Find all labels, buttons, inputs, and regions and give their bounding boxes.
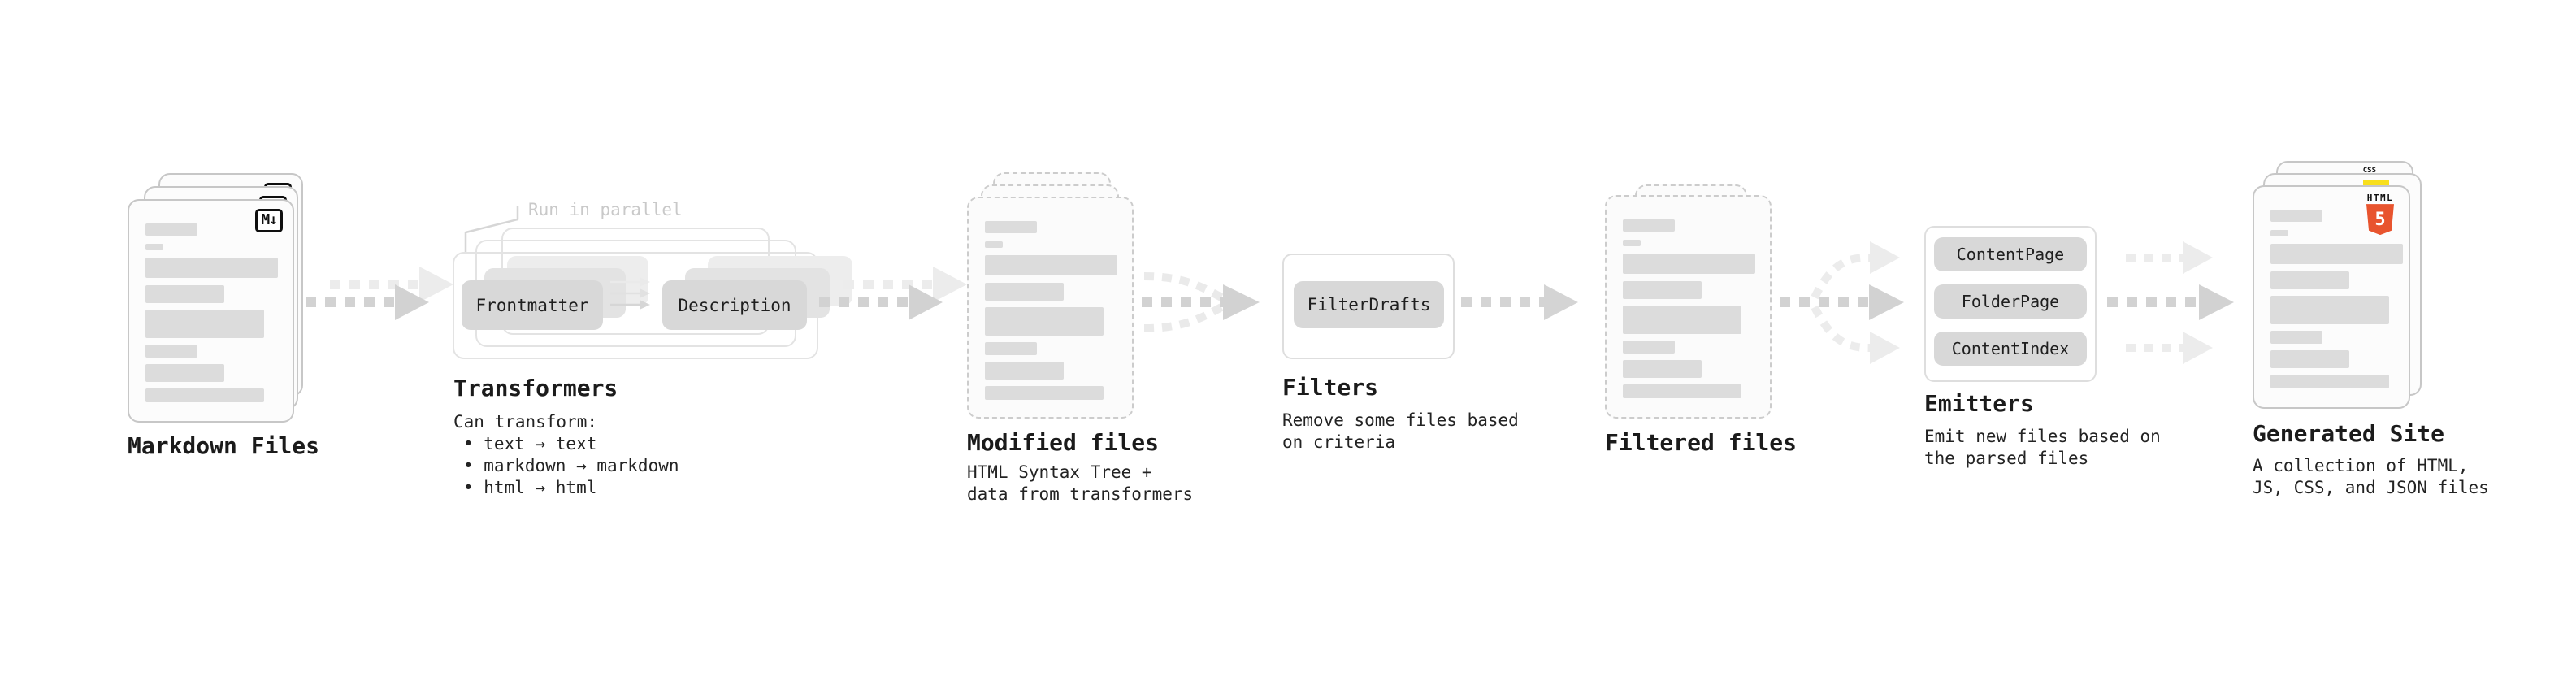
placeholder-bar (985, 362, 1064, 380)
placeholder-bar (1623, 219, 1675, 232)
emitters-description: Emit new files based on the parsed files (1924, 426, 2161, 470)
placeholder-bar (145, 223, 197, 236)
transformers-description: Can transform: • text → text • markdown … (453, 411, 679, 499)
placeholder-bar (2270, 244, 2403, 264)
markdown-files-label: Markdown Files (128, 432, 320, 459)
placeholder-bar (985, 283, 1064, 301)
placeholder-bar (985, 386, 1104, 400)
arrow-main (819, 284, 943, 320)
flow-arrow-modified-to-filters (1142, 272, 1260, 332)
modified-file-card-front (967, 197, 1134, 419)
desc-line: HTML Syntax Tree + (967, 462, 1152, 482)
filtered-file-card-front (1605, 195, 1772, 419)
placeholder-bar (145, 244, 163, 250)
arrow-top-light (2126, 241, 2213, 274)
placeholder-bar (985, 342, 1037, 355)
placeholder-bar (985, 241, 1003, 248)
step-arrow (610, 300, 650, 310)
site-file-card-front-html: HTML 5 (2253, 185, 2410, 409)
placeholder-bar (2270, 271, 2349, 289)
run-in-parallel-annotation: Run in parallel (528, 200, 683, 219)
bullet-item: • html → html (463, 478, 597, 497)
markdown-file-card-front: M↓ (128, 199, 294, 423)
flow-arrow-filtered-to-emitters (1780, 241, 1904, 364)
placeholder-bar (2270, 296, 2389, 324)
arrow-echo (330, 267, 453, 302)
placeholder-bar (1623, 254, 1755, 274)
contentindex-pill: ContentIndex (1934, 332, 2087, 366)
annotation-callout-line (464, 206, 519, 252)
html5-icon-number: 5 (2374, 209, 2386, 230)
diverge-curve-bottom (1811, 305, 1871, 352)
placeholder-bar (2270, 331, 2322, 344)
placeholder-bar (145, 388, 264, 402)
emitters-title: Emitters (1924, 390, 2034, 417)
flow-arrow-markdown-to-transformers (306, 267, 453, 320)
placeholder-bar (1623, 306, 1741, 334)
filters-description: Remove some files based on criteria (1282, 410, 1519, 453)
placeholder-bar (985, 255, 1117, 275)
html5-icon: HTML 5 (2361, 193, 2399, 236)
arrow-main (306, 284, 429, 320)
transformer-step-arrows (610, 277, 650, 310)
filtered-files-label: Filtered files (1605, 429, 1798, 456)
placeholder-bar (145, 345, 197, 358)
filterdrafts-pill: FilterDrafts (1294, 281, 1444, 328)
step-arrow (610, 277, 650, 287)
desc-line: on criteria (1282, 432, 1396, 452)
modified-files-label: Modified files (967, 429, 1160, 456)
placeholder-bar (985, 307, 1104, 336)
desc-line: A collection of HTML, (2253, 456, 2469, 475)
generated-site-label: Generated Site (2253, 420, 2445, 447)
bullet-item: • markdown → markdown (463, 456, 679, 475)
arrow-echo (843, 267, 967, 302)
contentpage-pill: ContentPage (1934, 237, 2087, 271)
placeholder-bar (145, 285, 224, 303)
placeholder-bar (1623, 240, 1641, 246)
html5-icon-shield: 5 (2366, 204, 2394, 236)
folderpage-pill: FolderPage (1934, 284, 2087, 319)
filters-title: Filters (1282, 374, 1379, 401)
markdown-icon: M↓ (255, 209, 283, 232)
converge-curve-bottom (1143, 303, 1224, 332)
diverge-curve-top (1811, 254, 1871, 300)
arrow-middle-dark (2107, 284, 2234, 320)
transformers-title: Transformers (453, 375, 618, 401)
placeholder-bar (2270, 230, 2288, 236)
arrow-bottom-light (2126, 332, 2213, 364)
desc-line: Remove some files based (1282, 410, 1519, 430)
frontmatter-pill: Frontmatter (462, 280, 603, 330)
description-pill: Description (662, 280, 807, 330)
placeholder-bar (2270, 375, 2389, 388)
placeholder-bar (1623, 340, 1675, 354)
placeholder-bar (1623, 384, 1741, 398)
flow-arrow-transformers-to-modified (819, 267, 967, 320)
placeholder-bar (1623, 281, 1702, 299)
flow-arrow-emitters-to-site (2107, 241, 2234, 364)
arrowhead-top (1870, 241, 1900, 274)
placeholder-bar (1623, 360, 1702, 378)
modified-files-description: HTML Syntax Tree + data from transformer… (967, 462, 1193, 505)
placeholder-bar (145, 310, 264, 338)
step-arrow (610, 288, 650, 298)
html5-icon-word: HTML (2366, 193, 2394, 203)
flow-arrow-filters-to-filtered (1461, 284, 1578, 320)
generated-site-description: A collection of HTML, JS, CSS, and JSON … (2253, 455, 2489, 499)
placeholder-bar (2270, 210, 2322, 222)
bullet-item: • text → text (463, 434, 597, 453)
desc-line: Emit new files based on (1924, 427, 2161, 446)
desc-line: the parsed files (1924, 449, 2089, 468)
placeholder-bar (145, 258, 278, 278)
arrowhead (1544, 284, 1578, 320)
desc-heading: Can transform: (453, 412, 598, 432)
desc-line: data from transformers (967, 484, 1194, 504)
placeholder-bar (2270, 350, 2349, 368)
arrowhead-bottom (1870, 332, 1900, 364)
converge-curve-top (1143, 272, 1224, 301)
placeholder-bar (145, 364, 224, 382)
desc-line: JS, CSS, and JSON files (2253, 478, 2489, 497)
arrowhead-middle (1869, 284, 1904, 320)
placeholder-bar (985, 221, 1037, 233)
arrowhead (1223, 284, 1260, 320)
